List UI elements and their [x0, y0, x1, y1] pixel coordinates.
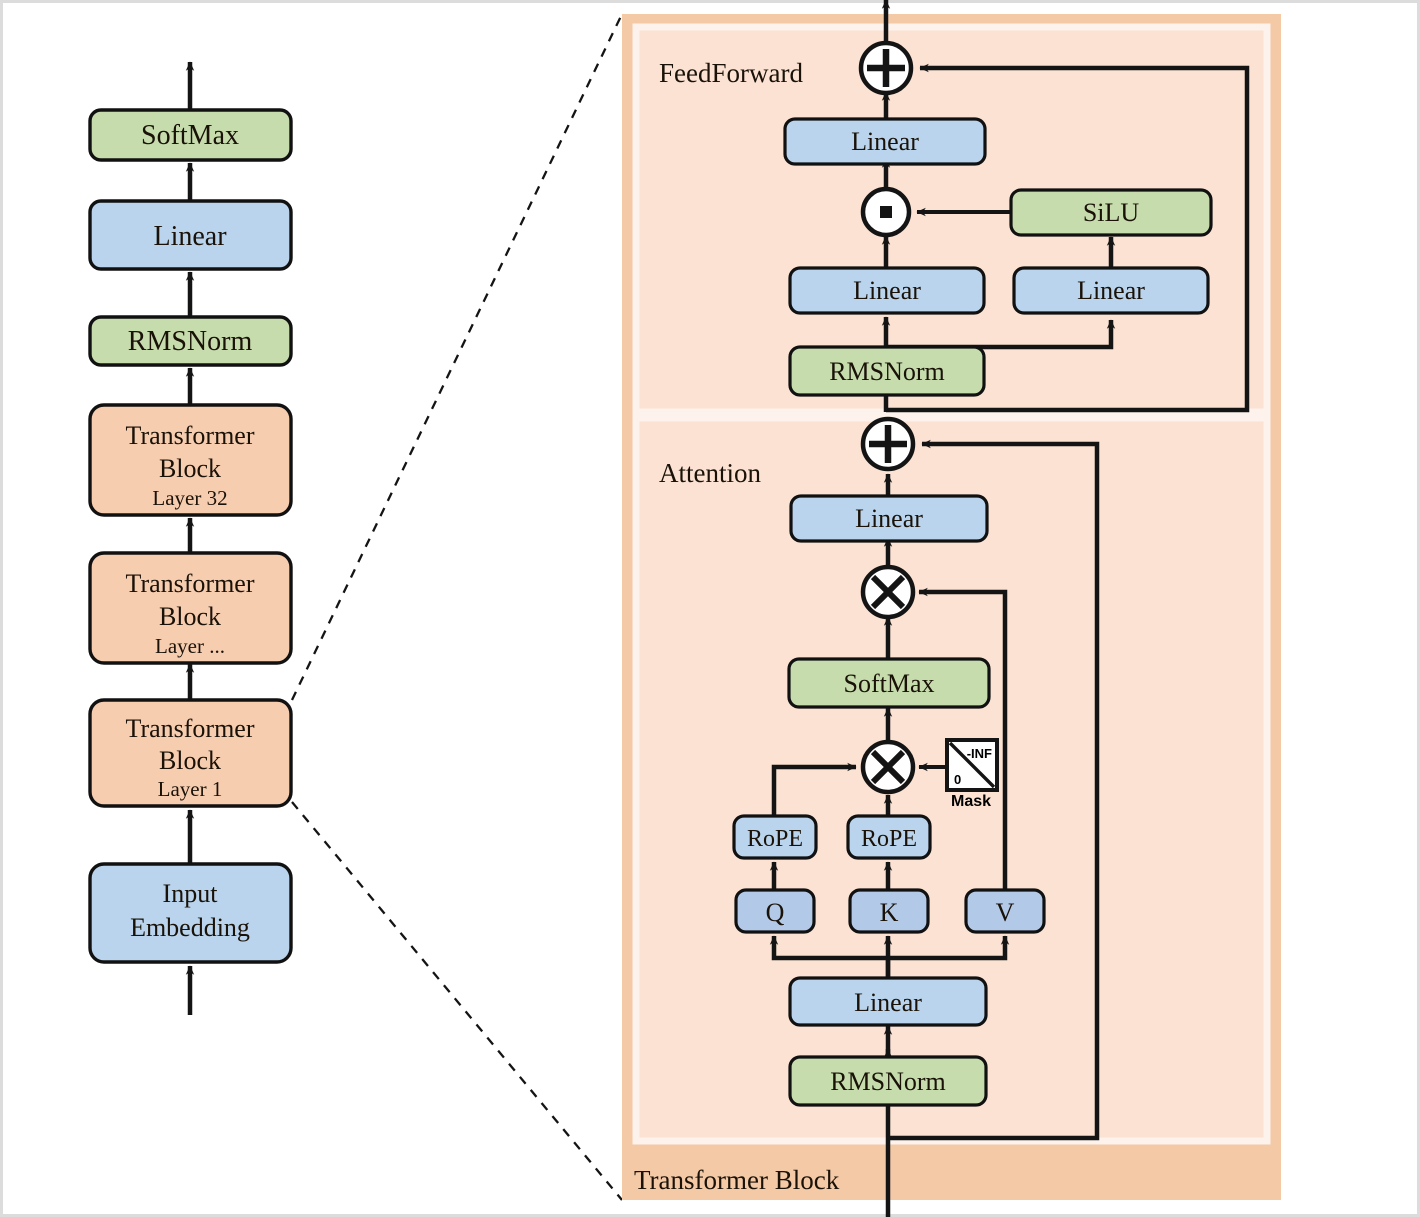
stack-node-input-embedding[interactable]: Input Embedding — [88, 862, 293, 964]
stack-node-block-layer1-line2: Block — [159, 746, 221, 775]
attn-node-rope-k[interactable]: RoPE — [846, 814, 932, 860]
attn-node-linear-qkv-label: Linear — [854, 988, 922, 1017]
stack-node-block-layerdots-line1: Transformer — [125, 569, 254, 598]
attn-node-linear-out-label: Linear — [855, 504, 923, 533]
attn-wire-linearqkv-v — [888, 935, 1010, 961]
stack-node-block-layer1-sublabel: Layer 1 — [158, 777, 223, 801]
feedforward-caption: FeedForward — [659, 58, 803, 88]
attn-node-rope-q-label: RoPE — [747, 826, 803, 852]
ff-node-linear-gate[interactable]: Linear — [788, 266, 986, 315]
ff-node-linear-down[interactable]: Linear — [783, 117, 987, 166]
ff-node-silu-label: SiLU — [1083, 198, 1140, 227]
ff-node-silu[interactable]: SiLU — [1009, 188, 1213, 237]
stack-node-linear[interactable]: Linear — [88, 199, 293, 271]
stack-node-rmsnorm-label: RMSNorm — [128, 326, 253, 357]
attn-node-k[interactable]: K — [848, 888, 930, 934]
attn-operator-residual-add-icon — [860, 416, 916, 472]
detail-panel-caption: Transformer Block — [634, 1165, 840, 1195]
stack-node-softmax-label: SoftMax — [141, 120, 239, 151]
attn-mask-upper-value: -INF — [967, 746, 992, 761]
stack-node-block-layerdots[interactable]: Transformer Block Layer ... — [88, 551, 293, 665]
stack-node-rmsnorm[interactable]: RMSNorm — [88, 315, 293, 367]
ff-node-linear-up-label: Linear — [1077, 276, 1145, 305]
attn-node-softmax[interactable]: SoftMax — [787, 657, 991, 709]
stack-node-block-layer32-line2: Block — [159, 454, 221, 483]
ff-operator-residual-add-icon — [858, 40, 914, 96]
stack-node-block-layer32[interactable]: Transformer Block Layer 32 — [88, 403, 293, 517]
stack-node-block-layerdots-line2: Block — [159, 602, 221, 631]
attention-caption: Attention — [659, 458, 761, 488]
stack-node-linear-label: Linear — [153, 221, 227, 252]
attn-node-v-label: V — [996, 898, 1015, 927]
attn-node-q-label: Q — [766, 898, 785, 927]
attn-node-linear-qkv[interactable]: Linear — [788, 976, 988, 1027]
attn-mask-lower-value: 0 — [954, 772, 961, 787]
attention-wires — [769, 439, 1100, 1217]
callout-line-top — [290, 13, 624, 701]
attn-node-k-label: K — [880, 898, 899, 927]
attn-node-rope-q[interactable]: RoPE — [732, 814, 818, 860]
stack-node-block-layer1-line1: Transformer — [125, 714, 254, 743]
attn-residual-wire — [888, 439, 1100, 1141]
stack-node-input-embedding-line2: Embedding — [130, 913, 250, 942]
transformer-block-detail: FeedForward Attention Transformer Block — [622, 0, 1281, 1217]
stack-node-block-layerdots-sublabel: Layer ... — [155, 634, 225, 658]
attn-node-linear-out[interactable]: Linear — [789, 494, 989, 543]
attn-node-v[interactable]: V — [964, 888, 1046, 934]
ff-residual-wire — [886, 63, 1250, 413]
ff-node-rmsnorm-label: RMSNorm — [829, 357, 945, 386]
callout-lines — [290, 13, 624, 1201]
stack-node-block-layer32-line1: Transformer — [125, 421, 254, 450]
attn-mask-caption: Mask — [951, 793, 991, 810]
attn-wire-v-matmulv — [918, 587, 1008, 890]
attn-node-rmsnorm[interactable]: RMSNorm — [788, 1055, 988, 1107]
stack-node-block-layer1[interactable]: Transformer Block Layer 1 — [88, 698, 293, 808]
attn-node-rope-k-label: RoPE — [861, 826, 917, 852]
ff-node-linear-gate-label: Linear — [853, 276, 921, 305]
attn-node-q[interactable]: Q — [734, 888, 816, 934]
stack-node-block-layer32-sublabel: Layer 32 — [152, 486, 227, 510]
attn-node-softmax-label: SoftMax — [844, 669, 935, 698]
stack-node-softmax[interactable]: SoftMax — [88, 108, 293, 162]
attn-operator-matmul-qk-icon — [860, 739, 916, 795]
stack-node-input-embedding-line1: Input — [163, 879, 219, 908]
ff-node-linear-down-label: Linear — [851, 127, 919, 156]
ff-operator-elementwise-multiply-icon — [860, 186, 912, 238]
ff-node-linear-up[interactable]: Linear — [1012, 266, 1210, 315]
attn-operator-matmul-scores-v-icon — [860, 564, 916, 620]
attn-node-rmsnorm-label: RMSNorm — [830, 1067, 946, 1096]
attn-wire-ropeq-matmulqk — [771, 762, 857, 816]
callout-line-bottom — [291, 801, 623, 1201]
attn-mask-icon: -INF 0 Mask — [945, 738, 999, 810]
model-stack: SoftMax Linear RMSNorm Transformer Block… — [88, 61, 293, 1015]
ff-node-rmsnorm[interactable]: RMSNorm — [788, 345, 986, 397]
